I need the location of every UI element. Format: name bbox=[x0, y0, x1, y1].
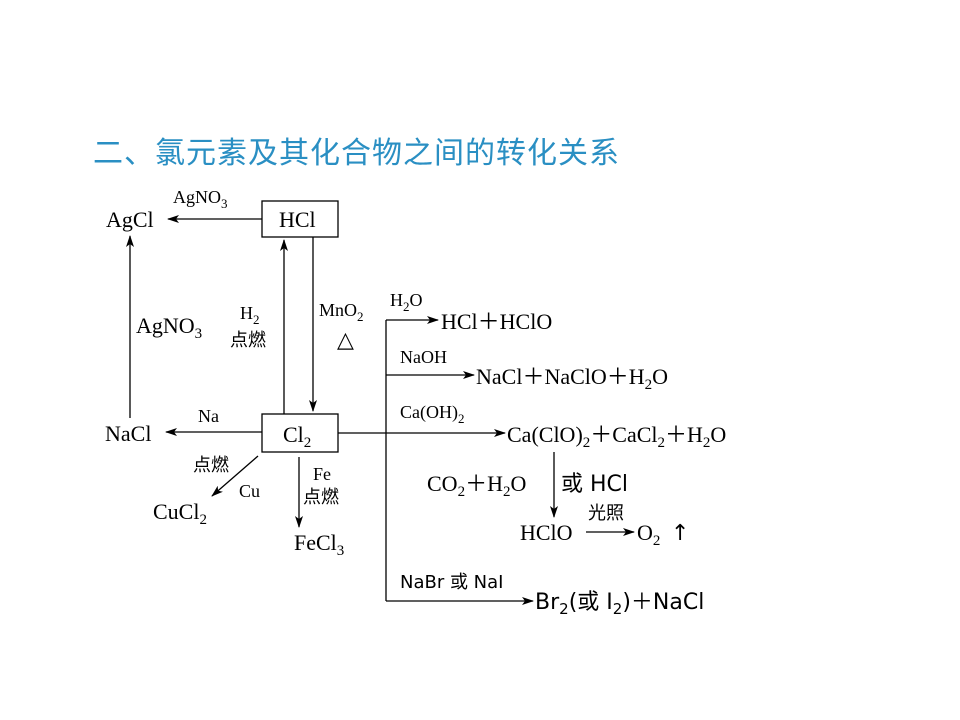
hcl-node: HCl bbox=[279, 207, 316, 232]
naoh-reagent: NaOH bbox=[400, 347, 447, 367]
fecl3-node: FeCl3 bbox=[294, 530, 344, 559]
cu-label: Cu bbox=[239, 481, 260, 501]
na-label: Na bbox=[198, 406, 219, 426]
co2-h2o-reagent: CO2＋H2O bbox=[427, 471, 526, 500]
nacl-naclo-product: NaCl＋NaClO＋H2O bbox=[476, 364, 668, 393]
ignite-label-2: 点燃 bbox=[193, 455, 229, 476]
ignite-label-3: 点燃 bbox=[303, 487, 339, 508]
o2-product: O2 bbox=[637, 520, 660, 549]
caoh2-reagent: Ca(OH)2 bbox=[400, 402, 464, 426]
h2-label: H2 bbox=[240, 303, 260, 327]
nabr-nai-reagent: NaBr 或 NaI bbox=[400, 572, 504, 593]
gas-arrow-icon: ↑ bbox=[671, 521, 689, 546]
mno2-label: MnO2 bbox=[319, 300, 364, 324]
caclo2-product: Ca(ClO)2＋CaCl2＋H2O bbox=[507, 422, 726, 451]
hclo-product: HClO bbox=[520, 520, 573, 545]
heat-label: △ bbox=[337, 328, 354, 353]
agno3-left-label: AgNO3 bbox=[136, 313, 202, 342]
agcl-node: AgCl bbox=[106, 207, 154, 232]
light-condition: 光照 bbox=[588, 503, 624, 524]
h2o-reagent: H2O bbox=[390, 290, 423, 314]
cucl2-node: CuCl2 bbox=[153, 499, 207, 528]
cl2-box bbox=[261, 413, 339, 453]
hcl-hclo-product: HCl＋HClO bbox=[441, 309, 552, 334]
agno3-top-label: AgNO3 bbox=[173, 187, 228, 211]
hcl-box bbox=[261, 200, 339, 238]
br2-i2-product: Br2(或 I2)＋NaCl bbox=[535, 590, 704, 618]
ignite-label-1: 点燃 bbox=[230, 330, 266, 351]
page-title: 二、氯元素及其化合物之间的转化关系 bbox=[93, 136, 620, 171]
cl2-to-cucl2-arrow bbox=[211, 455, 259, 497]
cl2-node: Cl2 bbox=[283, 422, 311, 451]
nacl-node: NaCl bbox=[105, 421, 151, 446]
or-hcl-reagent: 或 HCl bbox=[561, 472, 628, 497]
fe-label: Fe bbox=[313, 464, 331, 484]
